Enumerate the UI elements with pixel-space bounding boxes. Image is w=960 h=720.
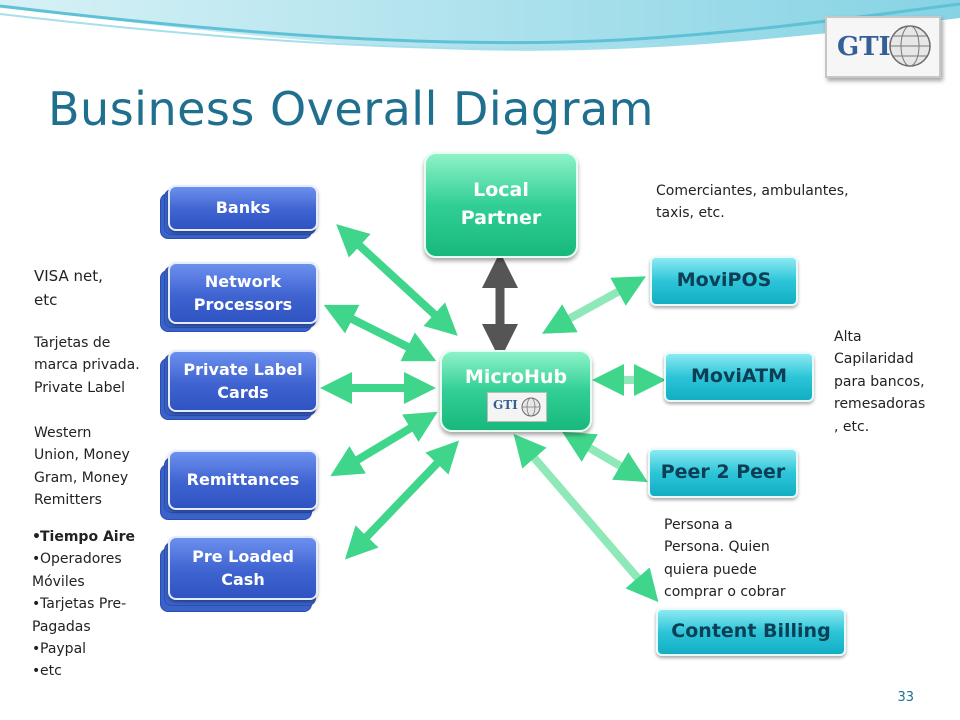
movipos-box: MoviPOS — [650, 256, 798, 306]
note-persona: Persona a Persona. Quien quiera puede co… — [664, 514, 786, 604]
note-bullets: Tiempo Aire Operadores Móviles Tarjetas … — [32, 526, 135, 683]
content-billing-label: Content Billing — [671, 620, 831, 643]
private-label-line1: Private Label — [183, 359, 303, 379]
globe-icon — [521, 397, 541, 417]
remittances-box: Remittances — [168, 450, 318, 510]
note-western-line4: Remitters — [34, 492, 102, 509]
private-label-stack: Private Label Cards — [160, 350, 322, 420]
bullet-tarjetas-pre: Tarjetas Pre- — [32, 593, 135, 616]
network-label-1: Network — [204, 271, 282, 291]
content-billing-box: Content Billing — [656, 608, 846, 656]
note-persona-line2: Persona. Quien — [664, 539, 770, 556]
note-tarjetas-line2: marca privada. — [34, 357, 140, 374]
arrow-remittances — [330, 411, 438, 477]
movipos-label: MoviPOS — [676, 269, 772, 292]
note-alta-line5: , etc. — [834, 418, 870, 435]
network-label-2: Processors — [193, 295, 293, 314]
pre-loaded-box: Pre Loaded Cash — [168, 536, 318, 600]
gti-logo: GTI — [825, 16, 941, 78]
note-tarjetas-line3: Private Label — [34, 379, 126, 396]
note-persona-line1: Persona a — [664, 517, 733, 533]
arrow-network — [323, 304, 437, 362]
bullet-operadores: Operadores — [32, 548, 135, 571]
bullet-tarjetas-pre-cont: Pagadas — [32, 618, 91, 635]
remittances-label: Remittances — [186, 470, 300, 490]
bullet-tiempo-aire: Tiempo Aire — [32, 526, 135, 549]
moviatm-box: MoviATM — [664, 352, 814, 402]
remittances-stack: Remittances — [160, 450, 322, 520]
network-processors-box: Network Processors — [168, 262, 318, 324]
peer2peer-box: Peer 2 Peer — [648, 448, 798, 498]
private-label-box: Private Label Cards — [168, 350, 318, 412]
note-alta-line1: Alta — [834, 329, 862, 345]
note-alta-line3: para bancos, — [834, 373, 925, 390]
peer2peer-label: Peer 2 Peer — [660, 461, 786, 484]
note-alta-line4: remesadoras — [834, 396, 926, 413]
note-western-line1: Western — [34, 425, 92, 441]
note-western-line3: Gram, Money — [34, 469, 129, 486]
arrow-pre-loaded — [344, 440, 460, 560]
arrow-peer2peer — [562, 431, 648, 483]
note-visa-line2: etc — [34, 291, 58, 309]
arrow-content-billing — [513, 433, 659, 603]
page-number: 33 — [897, 690, 914, 705]
local-partner-line2: Partner — [460, 207, 542, 229]
bullet-etc: etc — [32, 660, 135, 683]
banks-box: Banks — [168, 185, 318, 231]
pre-loaded-line2: Cash — [221, 570, 265, 589]
note-persona-line3: quiera puede — [664, 561, 757, 578]
note-persona-line4: comprar o cobrar — [664, 584, 786, 601]
bullet-operadores-cont: Móviles — [32, 573, 85, 590]
note-alta: Alta Capilaridad para bancos, remesadora… — [834, 326, 925, 438]
bullet-paypal: Paypal — [32, 638, 135, 661]
microhub-logo-text: GTI — [493, 398, 518, 412]
local-partner-box: Local Partner — [424, 152, 578, 258]
arrow-movipos — [541, 276, 647, 334]
note-western: Western Union, Money Gram, Money Remitte… — [34, 422, 130, 512]
note-tarjetas: Tarjetas de marca privada. Private Label — [34, 332, 140, 399]
note-tarjetas-line1: Tarjetas de — [34, 335, 111, 351]
microhub-logo: GTI — [487, 392, 547, 422]
banks-stack: Banks — [160, 185, 322, 241]
private-label-line2: Cards — [217, 383, 269, 402]
note-western-line2: Union, Money — [34, 447, 130, 464]
globe-icon — [889, 25, 931, 67]
local-partner-line1: Local — [473, 179, 529, 202]
note-comerciantes-line1: Comerciantes, ambulantes, — [656, 183, 849, 199]
note-visa: VISA net, etc — [34, 264, 103, 312]
page-title: Business Overall Diagram — [48, 82, 654, 136]
banks-label: Banks — [215, 198, 271, 218]
network-stack: Network Processors — [160, 262, 322, 332]
pre-loaded-stack: Pre Loaded Cash — [160, 536, 322, 612]
microhub-label: MicroHub — [464, 366, 568, 388]
note-comerciantes: Comerciantes, ambulantes, taxis, etc. — [656, 180, 849, 225]
logo-text: GTI — [837, 32, 891, 62]
pre-loaded-line1: Pre Loaded — [192, 546, 294, 566]
note-comerciantes-line2: taxis, etc. — [656, 205, 725, 222]
moviatm-label: MoviATM — [691, 365, 787, 388]
note-visa-line1: VISA net, — [34, 267, 103, 285]
note-alta-line2: Capilaridad — [834, 351, 914, 368]
